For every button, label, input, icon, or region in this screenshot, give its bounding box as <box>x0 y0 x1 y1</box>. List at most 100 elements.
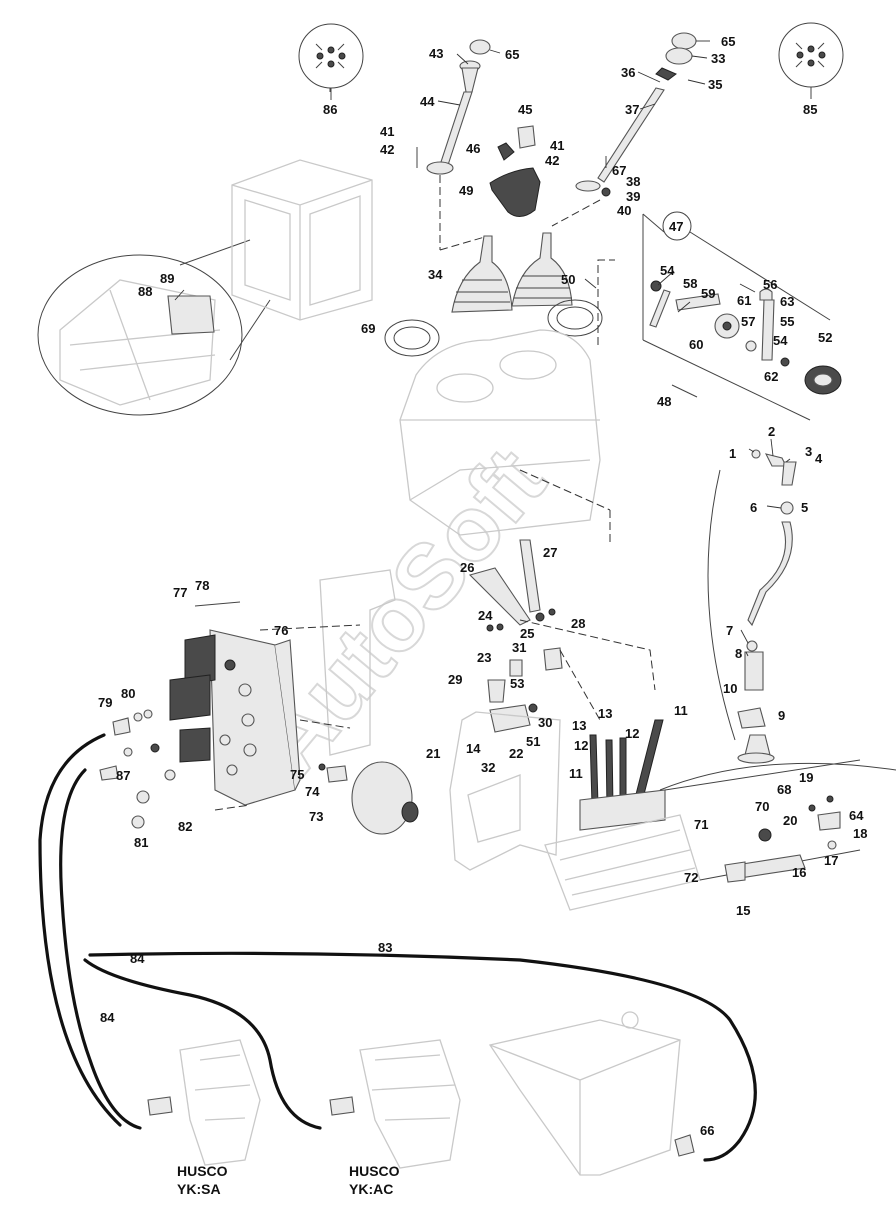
label-73: 73 <box>309 809 323 824</box>
label-11: 11 <box>674 703 688 718</box>
label-75: 75 <box>290 767 304 782</box>
label-8: 8 <box>735 646 742 661</box>
label-40: 40 <box>617 203 631 218</box>
label-28: 28 <box>571 616 585 631</box>
label-76: 76 <box>274 623 288 638</box>
label-31: 31 <box>512 640 526 655</box>
label-41b: 41 <box>550 138 564 153</box>
label-83: 83 <box>378 940 392 955</box>
hydraulic-tank <box>488 1011 695 1176</box>
connector-detail-left <box>298 23 364 100</box>
label-64: 64 <box>849 808 864 823</box>
label-41: 41 <box>380 124 394 139</box>
access-panel <box>167 295 215 335</box>
console-housing <box>384 259 615 545</box>
label-56: 56 <box>763 277 777 292</box>
label-51: 51 <box>526 734 540 749</box>
callout-leaders <box>174 40 791 657</box>
label-53: 53 <box>510 676 524 691</box>
label-58: 58 <box>683 276 697 291</box>
label-78: 78 <box>195 578 209 593</box>
label-54: 54 <box>660 263 675 278</box>
label-9: 9 <box>778 708 785 723</box>
label-81: 81 <box>134 835 148 850</box>
label-84: 84 <box>130 951 145 966</box>
caption-husco-sa-brand: HUSCO <box>177 1163 228 1179</box>
label-14: 14 <box>466 741 481 756</box>
label-82: 82 <box>178 819 192 834</box>
label-44: 44 <box>420 94 435 109</box>
label-87: 87 <box>116 768 130 783</box>
lever-detail-47 <box>642 211 842 421</box>
label-16: 16 <box>792 865 806 880</box>
left-lever-assembly <box>416 39 541 313</box>
label-7: 7 <box>726 623 733 638</box>
label-29: 29 <box>448 672 462 687</box>
label-84b: 84 <box>100 1010 115 1025</box>
label-12b: 12 <box>574 738 588 753</box>
label-67: 67 <box>612 163 626 178</box>
label-30: 30 <box>538 715 552 730</box>
linkage-rod-assembly <box>707 449 797 764</box>
label-88: 88 <box>138 284 152 299</box>
husco-valve-ac <box>329 1039 461 1169</box>
label-27: 27 <box>543 545 557 560</box>
label-65b: 65 <box>721 34 735 49</box>
label-21: 21 <box>426 746 440 761</box>
label-4: 4 <box>815 451 823 466</box>
part-number-labels: 86 85 43 65 44 45 41 42 46 49 41 42 65 3… <box>98 34 867 1138</box>
husco-valve-sa <box>147 1039 261 1166</box>
label-47: 47 <box>669 219 683 234</box>
label-11b: 11 <box>569 766 583 781</box>
label-19: 19 <box>799 770 813 785</box>
label-43: 43 <box>429 46 443 61</box>
label-18: 18 <box>853 826 867 841</box>
label-66: 66 <box>700 1123 714 1138</box>
connector-detail-right <box>778 22 844 99</box>
label-36: 36 <box>621 65 635 80</box>
control-valve-right <box>544 719 861 911</box>
label-48: 48 <box>657 394 671 409</box>
label-2: 2 <box>768 424 775 439</box>
label-20: 20 <box>783 813 797 828</box>
label-50: 50 <box>561 272 575 287</box>
label-35: 35 <box>708 77 722 92</box>
label-63: 63 <box>780 294 794 309</box>
right-lever-assembly <box>511 32 697 307</box>
label-71: 71 <box>694 817 708 832</box>
label-25: 25 <box>520 626 534 641</box>
label-32: 32 <box>481 760 495 775</box>
label-24: 24 <box>478 608 493 623</box>
label-10: 10 <box>723 681 737 696</box>
valve-captions: HUSCO YK:SA HUSCO YK:AC <box>177 1163 400 1197</box>
label-46: 46 <box>466 141 480 156</box>
label-52: 52 <box>818 330 832 345</box>
label-12: 12 <box>625 726 639 741</box>
hoses <box>38 733 757 1162</box>
caption-husco-ac-brand: HUSCO <box>349 1163 400 1179</box>
label-77: 77 <box>173 585 187 600</box>
label-74: 74 <box>305 784 320 799</box>
label-3: 3 <box>805 444 812 459</box>
label-17: 17 <box>824 853 838 868</box>
label-89: 89 <box>160 271 174 286</box>
label-22: 22 <box>509 746 523 761</box>
label-65: 65 <box>505 47 519 62</box>
label-15: 15 <box>736 903 750 918</box>
label-54b: 54 <box>773 333 788 348</box>
label-39: 39 <box>626 189 640 204</box>
label-57: 57 <box>741 314 755 329</box>
caption-husco-ac-model: YK:AC <box>349 1181 393 1197</box>
label-72: 72 <box>684 870 698 885</box>
label-26: 26 <box>460 560 474 575</box>
label-42b: 42 <box>545 153 559 168</box>
label-37: 37 <box>625 102 639 117</box>
label-85: 85 <box>803 102 817 117</box>
label-80: 80 <box>121 686 135 701</box>
label-33: 33 <box>711 51 725 66</box>
label-69: 69 <box>361 321 375 336</box>
label-55: 55 <box>780 314 794 329</box>
label-62: 62 <box>764 369 778 384</box>
